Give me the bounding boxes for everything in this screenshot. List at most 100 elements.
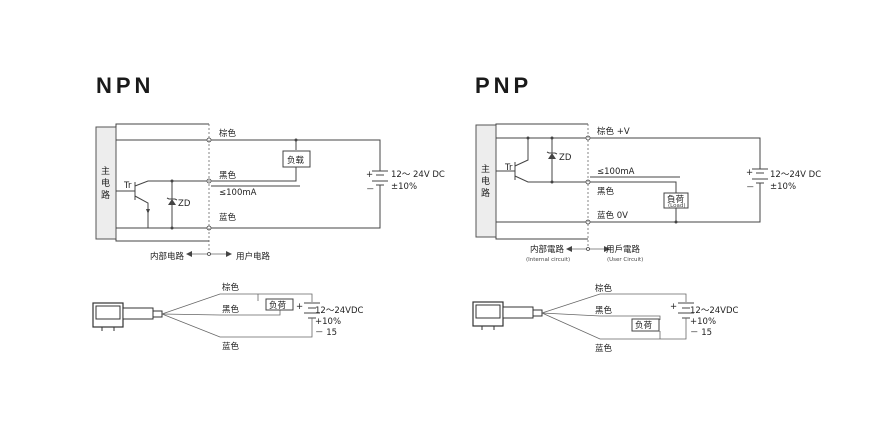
- npn-wiring-blue-label: 蓝色: [222, 341, 240, 352]
- pnp-external-brown: [590, 137, 761, 169]
- npn-boundary-dot: [207, 252, 211, 256]
- npn-load-node: [294, 138, 298, 142]
- npn-brown-label: 棕色: [219, 128, 237, 139]
- pnp-brown-label: 棕色 +V: [597, 126, 630, 137]
- npn-wiring-voltage: 12～24VDC: [315, 306, 363, 316]
- npn-battery-plus: +: [366, 170, 373, 180]
- pnp-arrow-left-icon: [566, 246, 572, 252]
- npn-frame-bottom: [115, 239, 209, 242]
- npn-wiring-black-label: 黑色: [222, 304, 240, 315]
- npn-arrow-left-icon: [186, 251, 192, 257]
- pnp-frame-top: [495, 123, 588, 125]
- pnp-battery-minus: －: [746, 183, 755, 193]
- npn-main-circuit-char-3: 路: [101, 189, 110, 201]
- npn-zener-label: ZD: [178, 199, 191, 209]
- npn-sensor-icon: [92, 302, 163, 331]
- npn-current-label: ≤100mA: [219, 188, 257, 198]
- pnp-zener-node-bottom: [550, 180, 554, 184]
- pnp-wire-brown: [541, 293, 687, 314]
- pnp-frame-bottom: [495, 237, 588, 240]
- pnp-emitter-lead: [514, 138, 529, 167]
- npn-collector-lead: [134, 180, 209, 187]
- pnp-supply-tolerance: ±10%: [770, 182, 796, 192]
- pnp-internal-label: 内部電路: [530, 244, 565, 255]
- pnp-zener-node-top: [550, 136, 554, 140]
- pnp-wiring-load-label: 负荷: [635, 320, 653, 331]
- pnp-section: PNP 主 电 路 Tr ZD 棕色 +V ≤100mA 黑色 蓝色 0V: [472, 73, 821, 354]
- npn-internal-label: 内部电路: [150, 251, 185, 262]
- pnp-main-circuit-char-1: 主: [481, 163, 490, 175]
- pnp-wiring-brown-label: 棕色: [595, 283, 613, 294]
- npn-heading: NPN: [96, 73, 154, 98]
- pnp-wiring-voltage: 12～24VDC: [690, 306, 738, 316]
- pnp-black-label: 黑色: [597, 186, 615, 197]
- pnp-zener-bar: [546, 151, 558, 155]
- pnp-heading: PNP: [475, 73, 532, 98]
- pnp-transistor-label: Tr: [504, 163, 513, 173]
- npn-section: NPN 主 电 路 Tr ZD 棕色 黑色 ≤100mA 蓝色: [92, 73, 445, 352]
- npn-blue-label: 蓝色: [219, 212, 237, 223]
- npn-supply-voltage: 12～ 24V DC: [391, 170, 445, 180]
- npn-frame-top: [115, 123, 209, 127]
- pnp-blue-label: 蓝色 0V: [597, 210, 628, 221]
- npn-wire-black: [161, 309, 281, 316]
- pnp-emitter-node: [526, 136, 530, 140]
- npn-wire-blue: [161, 313, 313, 338]
- pnp-load-box: [663, 192, 689, 209]
- npn-transistor-label: Tr: [123, 181, 132, 191]
- pnp-wiring-load-box: [631, 318, 660, 332]
- pnp-current-label: ≤100mA: [597, 167, 635, 177]
- pnp-wire-black: [541, 312, 661, 320]
- pnp-load-label: 負荷: [667, 194, 685, 205]
- npn-battery-minus: －: [366, 185, 375, 195]
- pnp-user-label: 用戶電路: [606, 244, 641, 255]
- pnp-load-sub-label: (Load): [668, 203, 686, 209]
- pnp-zener-label: ZD: [559, 153, 572, 163]
- npn-external-blue: [211, 193, 381, 229]
- pnp-main-circuit-char-2: 电: [481, 175, 490, 187]
- npn-load-label: 负载: [287, 155, 305, 166]
- npn-black-label: 黑色: [219, 170, 237, 181]
- npn-main-circuit-char-1: 主: [101, 165, 110, 177]
- pnp-load-node: [674, 220, 678, 224]
- pnp-wiring-blue-label: 蓝色: [595, 343, 613, 354]
- pnp-wire-blue: [541, 312, 687, 340]
- pnp-external-blue: [590, 190, 761, 223]
- npn-external-brown: [211, 139, 381, 171]
- npn-zener-node-top: [170, 179, 174, 183]
- npn-wiring-load-box: [265, 298, 294, 311]
- pnp-battery-plus: +: [746, 168, 753, 178]
- npn-emitter-arrow-icon: [146, 209, 150, 214]
- pnp-supply-voltage: 12～24V DC: [770, 170, 821, 180]
- npn-wiring-brown-label: 棕色: [222, 282, 240, 293]
- npn-wire-brown: [161, 293, 313, 315]
- pnp-zener-diode-icon: [548, 153, 556, 159]
- pnp-wiring-tol-plus: +10%: [690, 317, 716, 327]
- npn-main-circuit-box: [95, 126, 117, 240]
- npn-zener-bar: [166, 197, 178, 201]
- npn-load-box: [282, 150, 311, 168]
- npn-wiring-tol-plus: +10%: [315, 317, 341, 327]
- npn-arrow-right-icon: [226, 251, 232, 257]
- npn-user-label: 用户电路: [236, 251, 271, 262]
- pnp-collector-lead: [514, 175, 588, 183]
- npn-supply-tolerance: ±10%: [391, 182, 417, 192]
- pnp-main-circuit-box: [475, 124, 497, 238]
- pnp-user-en-label: (User Circuit): [607, 257, 643, 263]
- pnp-external-black: [590, 181, 677, 193]
- npn-wiring-plus: +: [296, 302, 303, 312]
- pnp-wiring-plus: +: [670, 302, 677, 312]
- npn-external-black: [211, 167, 297, 182]
- npn-zener-diode-icon: [168, 199, 176, 205]
- pnp-boundary-dot: [586, 247, 590, 251]
- npn-zener-node-bottom: [170, 226, 174, 230]
- npn-main-circuit-char-2: 电: [101, 177, 110, 189]
- pnp-main-circuit-char-3: 路: [481, 187, 490, 199]
- npn-wiring-tol-minus: － 15: [315, 328, 337, 338]
- pnp-wiring-tol-minus: － 15: [690, 328, 712, 338]
- npn-emitter-lead: [134, 195, 149, 213]
- pnp-sensor-icon: [472, 301, 543, 330]
- pnp-internal-en-label: (Internal circuit): [526, 257, 570, 263]
- pnp-arrow-right-icon: [604, 246, 610, 252]
